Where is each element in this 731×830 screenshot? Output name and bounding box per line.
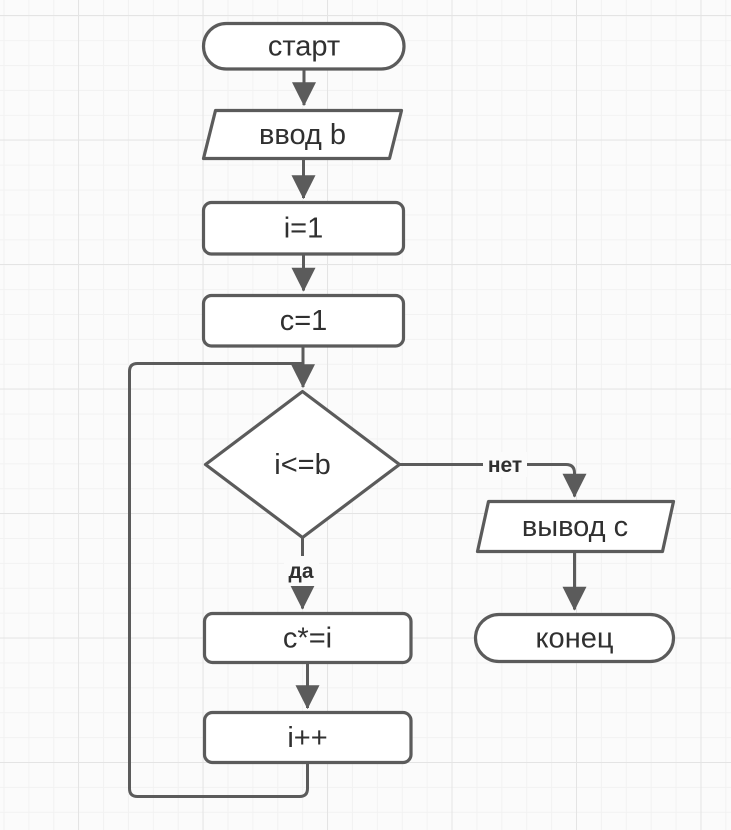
edge-loop-increment-to-condition	[128, 362, 309, 798]
node-label: ввод b	[259, 119, 346, 151]
parallelogram-shape	[201, 108, 404, 161]
node-label: i++	[287, 722, 327, 754]
node-label: i<=b	[274, 449, 330, 481]
parallelogram-shape	[475, 499, 676, 554]
node-input-b: ввод b	[201, 108, 404, 161]
edge-label-no: нет	[488, 454, 522, 477]
node-init-i: i=1	[201, 200, 406, 256]
process-shape	[201, 293, 406, 348]
node-label: старт	[268, 31, 340, 63]
node-init-c: c=1	[201, 293, 406, 348]
decision-shape	[203, 389, 402, 540]
process-shape	[202, 710, 413, 765]
node-increment: i++	[202, 710, 413, 765]
edge-label-yes-background	[284, 556, 319, 586]
node-label: c*=i	[283, 623, 332, 655]
node-label: i=1	[284, 213, 324, 245]
process-shape	[202, 611, 413, 665]
terminator-shape	[473, 612, 676, 664]
node-end: конец	[473, 612, 676, 664]
node-condition: i<=b	[203, 389, 402, 540]
node-label: вывод c	[522, 511, 628, 543]
node-label: конец	[536, 623, 614, 655]
process-shape	[201, 200, 406, 256]
node-output-c: вывод c	[475, 499, 676, 554]
terminator-shape	[201, 21, 406, 71]
edge-condition-no-to-output-c	[400, 463, 587, 498]
edge-label-no-background	[483, 452, 527, 477]
node-start: старт	[201, 21, 406, 71]
node-label: c=1	[280, 305, 328, 337]
edge-label-yes: да	[288, 560, 313, 583]
node-multiply: c*=i	[202, 611, 413, 665]
